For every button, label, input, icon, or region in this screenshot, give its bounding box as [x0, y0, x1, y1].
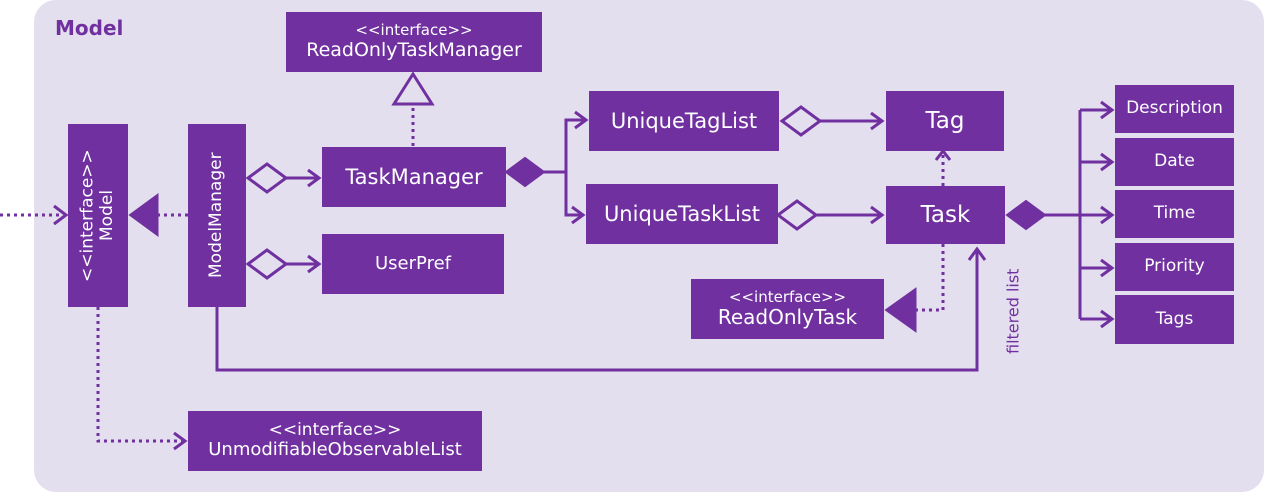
external-dependency-arrowhead: [53, 204, 69, 226]
aggregation-diamond-uniquetaglist: [779, 105, 823, 137]
priority-arrowhead: [1100, 258, 1115, 278]
realization-triangle-readonlytask: [884, 287, 917, 333]
model-stereotype: <<interface>>: [77, 149, 98, 282]
description-node: Description: [1115, 85, 1234, 133]
readonlytask-name: ReadOnlyTask: [717, 305, 858, 330]
taskmanager-node: TaskManager: [322, 147, 506, 207]
aggregation-diamond-userpref: [245, 248, 289, 280]
date-arrowhead: [1100, 152, 1115, 172]
filtered-list-label: filtered list: [1003, 268, 1023, 354]
uniquetaglist-node: UniqueTagList: [589, 91, 779, 151]
package-title: Model: [55, 16, 124, 40]
modelmanager-name: ModelManager: [206, 152, 227, 279]
uniquetaglist-name: UniqueTagList: [610, 108, 758, 133]
priority-node: Priority: [1115, 243, 1234, 291]
readonlytaskmanager-name: ReadOnlyTaskManager: [306, 38, 522, 61]
time-node: Time: [1115, 190, 1234, 238]
aggregation-diamond-uniquetasklist: [775, 199, 819, 231]
composition-diamond-task: [1005, 199, 1047, 231]
readonlytask-stereotype: <<interface>>: [728, 287, 847, 306]
uniquetaglist-arrowhead: [574, 110, 589, 130]
unmodifiableobservablelist-interface-node: <<interface>> UnmodifiableObservableList: [188, 411, 482, 471]
userpref-name: UserPref: [375, 252, 451, 274]
model-interface-node: <<interface>> Model: [68, 124, 128, 307]
tag-node: Tag: [886, 91, 1004, 151]
taskmanager-uniquetasklist-edge: [564, 172, 582, 217]
aggregation-diamond-taskmanager: [245, 162, 289, 194]
description-name: Description: [1126, 98, 1223, 119]
time-name: Time: [1153, 203, 1196, 224]
userpref-node: UserPref: [322, 234, 504, 294]
task-tag-arrowhead: [934, 148, 952, 161]
description-arrowhead: [1100, 100, 1115, 120]
uniquetasklist-task-arrowhead: [870, 205, 885, 225]
taskmanager-branch-edge: [544, 118, 584, 174]
unmodifiableobservablelist-name: UnmodifiableObservableList: [208, 439, 462, 461]
tags-node: Tags: [1115, 295, 1234, 344]
tags-arrowhead: [1100, 309, 1115, 329]
tag-name: Tag: [925, 107, 965, 134]
uniquetasklist-name: UniqueTaskList: [603, 201, 761, 226]
modelmanager-userpref-arrowhead: [307, 254, 322, 274]
readonlytaskmanager-stereotype: <<interface>>: [355, 21, 473, 40]
readonlytaskmanager-interface-node: <<interface>> ReadOnlyTaskManager: [286, 12, 542, 72]
realization-triangle-readonlytaskmanager: [391, 71, 435, 106]
readonlytask-interface-node: <<interface>> ReadOnlyTask: [691, 279, 884, 339]
filtered-list-arrowhead: [967, 246, 987, 261]
time-arrowhead: [1100, 205, 1115, 225]
model-name: Model: [97, 189, 117, 242]
tags-name: Tags: [1155, 308, 1194, 329]
priority-name: Priority: [1144, 256, 1205, 277]
modelmanager-node: ModelManager: [188, 124, 246, 307]
modelmanager-taskmanager-arrowhead: [307, 168, 322, 188]
model-unmodifiablelist-dependency-edge: [96, 307, 182, 443]
task-node: Task: [886, 186, 1005, 244]
composition-diamond-taskmanager: [504, 156, 546, 188]
model-unmodifiablelist-arrowhead: [173, 431, 188, 451]
date-node: Date: [1115, 138, 1234, 186]
realization-triangle-model: [128, 193, 159, 237]
unmodifiableobservablelist-stereotype: <<interface>>: [268, 419, 402, 440]
task-realizes-readonlytask-edge: [916, 244, 945, 312]
uniquetasklist-arrowhead: [571, 205, 586, 225]
task-name: Task: [920, 201, 971, 228]
uniquetaglist-tag-arrowhead: [870, 111, 885, 131]
filtered-list-edge: [215, 250, 979, 372]
taskmanager-name: TaskManager: [345, 164, 483, 189]
date-name: Date: [1154, 151, 1195, 172]
uniquetasklist-node: UniqueTaskList: [586, 184, 778, 244]
